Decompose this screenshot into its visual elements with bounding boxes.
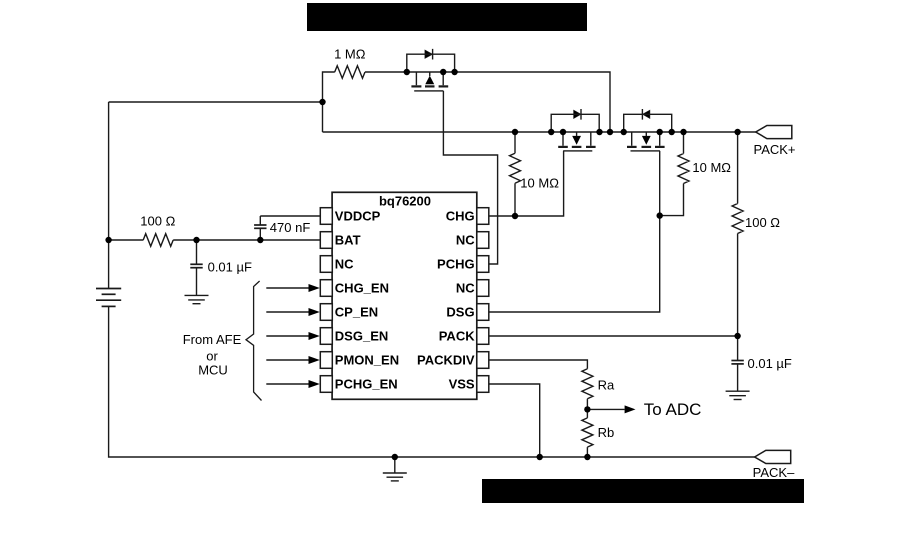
svg-text:100 Ω: 100 Ω [140, 213, 175, 228]
svg-text:bq76200: bq76200 [379, 193, 431, 208]
svg-text:PCHG: PCHG [437, 257, 475, 272]
svg-text:DSG: DSG [446, 305, 474, 320]
svg-text:10 MΩ: 10 MΩ [520, 176, 559, 191]
svg-text:or: or [206, 348, 218, 363]
svg-text:NC: NC [456, 281, 475, 296]
svg-text:470 nF: 470 nF [270, 220, 311, 235]
svg-text:Ra: Ra [598, 378, 615, 393]
svg-text:0.01 µF: 0.01 µF [208, 260, 252, 275]
svg-text:NC: NC [335, 257, 354, 272]
svg-text:PACK: PACK [439, 329, 475, 344]
svg-text:10 MΩ: 10 MΩ [692, 160, 731, 175]
svg-text:1 MΩ: 1 MΩ [334, 47, 366, 62]
svg-text:From AFE: From AFE [183, 332, 242, 347]
svg-text:PACKDIV: PACKDIV [417, 353, 475, 368]
svg-text:0.01 µF: 0.01 µF [748, 356, 792, 371]
svg-text:CHG_EN: CHG_EN [335, 281, 389, 296]
svg-text:NC: NC [456, 233, 475, 248]
svg-text:CHG: CHG [446, 209, 475, 224]
svg-text:CP_EN: CP_EN [335, 305, 378, 320]
svg-text:PACK+: PACK+ [753, 142, 795, 157]
svg-text:DSG_EN: DSG_EN [335, 329, 388, 344]
svg-text:VSS: VSS [449, 377, 475, 392]
svg-text:PCHG_EN: PCHG_EN [335, 377, 398, 392]
svg-text:To ADC: To ADC [644, 400, 702, 419]
svg-text:100 Ω: 100 Ω [745, 215, 780, 230]
svg-text:PMON_EN: PMON_EN [335, 353, 399, 368]
svg-text:MCU: MCU [198, 363, 228, 378]
svg-text:PACK–: PACK– [753, 465, 795, 480]
svg-text:BAT: BAT [335, 233, 361, 248]
svg-text:Rb: Rb [598, 425, 615, 440]
svg-text:VDDCP: VDDCP [335, 209, 381, 224]
